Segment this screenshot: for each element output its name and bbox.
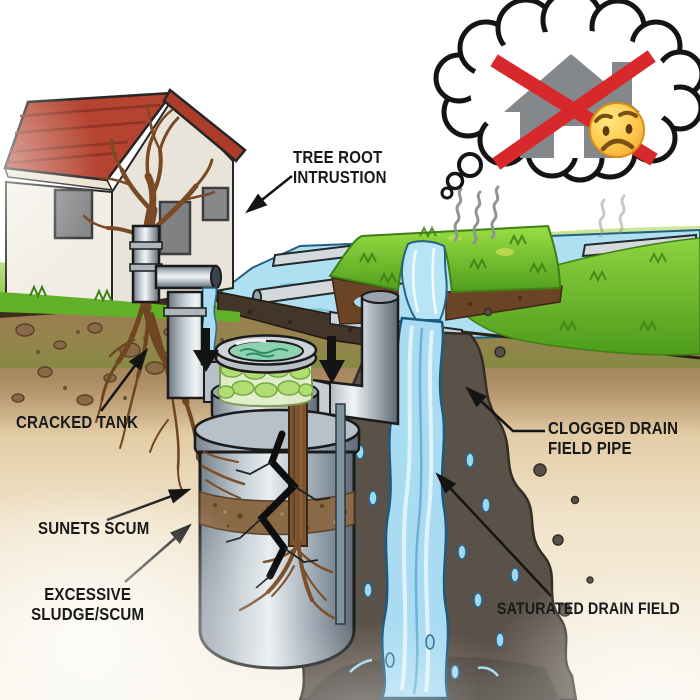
label-excessive-sludge: EXCESSIVE SLUDGE/SCUM [24,584,151,624]
down-arrow-icon [193,328,345,384]
label-tree-root-intrusion: TREE ROOT INTRUSTION [293,147,387,187]
clogged-pipe-arrow [465,386,545,433]
stink-lines-icon [453,185,626,245]
label-line: SLUDGE/SCUM [31,604,145,624]
sewer-pipe-from-house [129,224,222,304]
tree-root-arrow [245,175,293,214]
waterfall-stream [335,316,520,700]
label-line: FIELD PIPE [548,438,632,458]
drain-field-mound [328,224,563,325]
label-line: SATURATED DRAIN FIELD [497,600,680,618]
label-line: CRACKED TANK [16,412,139,432]
label-saturated-drain-field: SATURATED DRAIN FIELD [497,599,680,619]
bubble-trail [440,152,483,200]
label-line: INTRUSTION [293,167,387,187]
label-line: TREE ROOT [293,147,383,167]
worried-face-emoji [589,102,645,158]
label-cracked-tank: CRACKED TANK [16,412,138,432]
thought-bubble-icon [433,0,700,200]
vignette [0,40,700,700]
window [201,186,230,222]
label-line: EXCESSIVE [44,584,132,604]
label-sunets-scum: SUNETS SCUM [38,518,149,538]
label-line: SUNETS SCUM [38,518,150,538]
label-line: CLOGGED DRAIN [548,418,679,438]
riser-lid-icon [214,334,318,408]
dip-tube [335,403,346,625]
label-clogged-drain-pipe: CLOGGED DRAIN FIELD PIPE [548,418,678,458]
cracked-tank-arrow [100,348,149,412]
